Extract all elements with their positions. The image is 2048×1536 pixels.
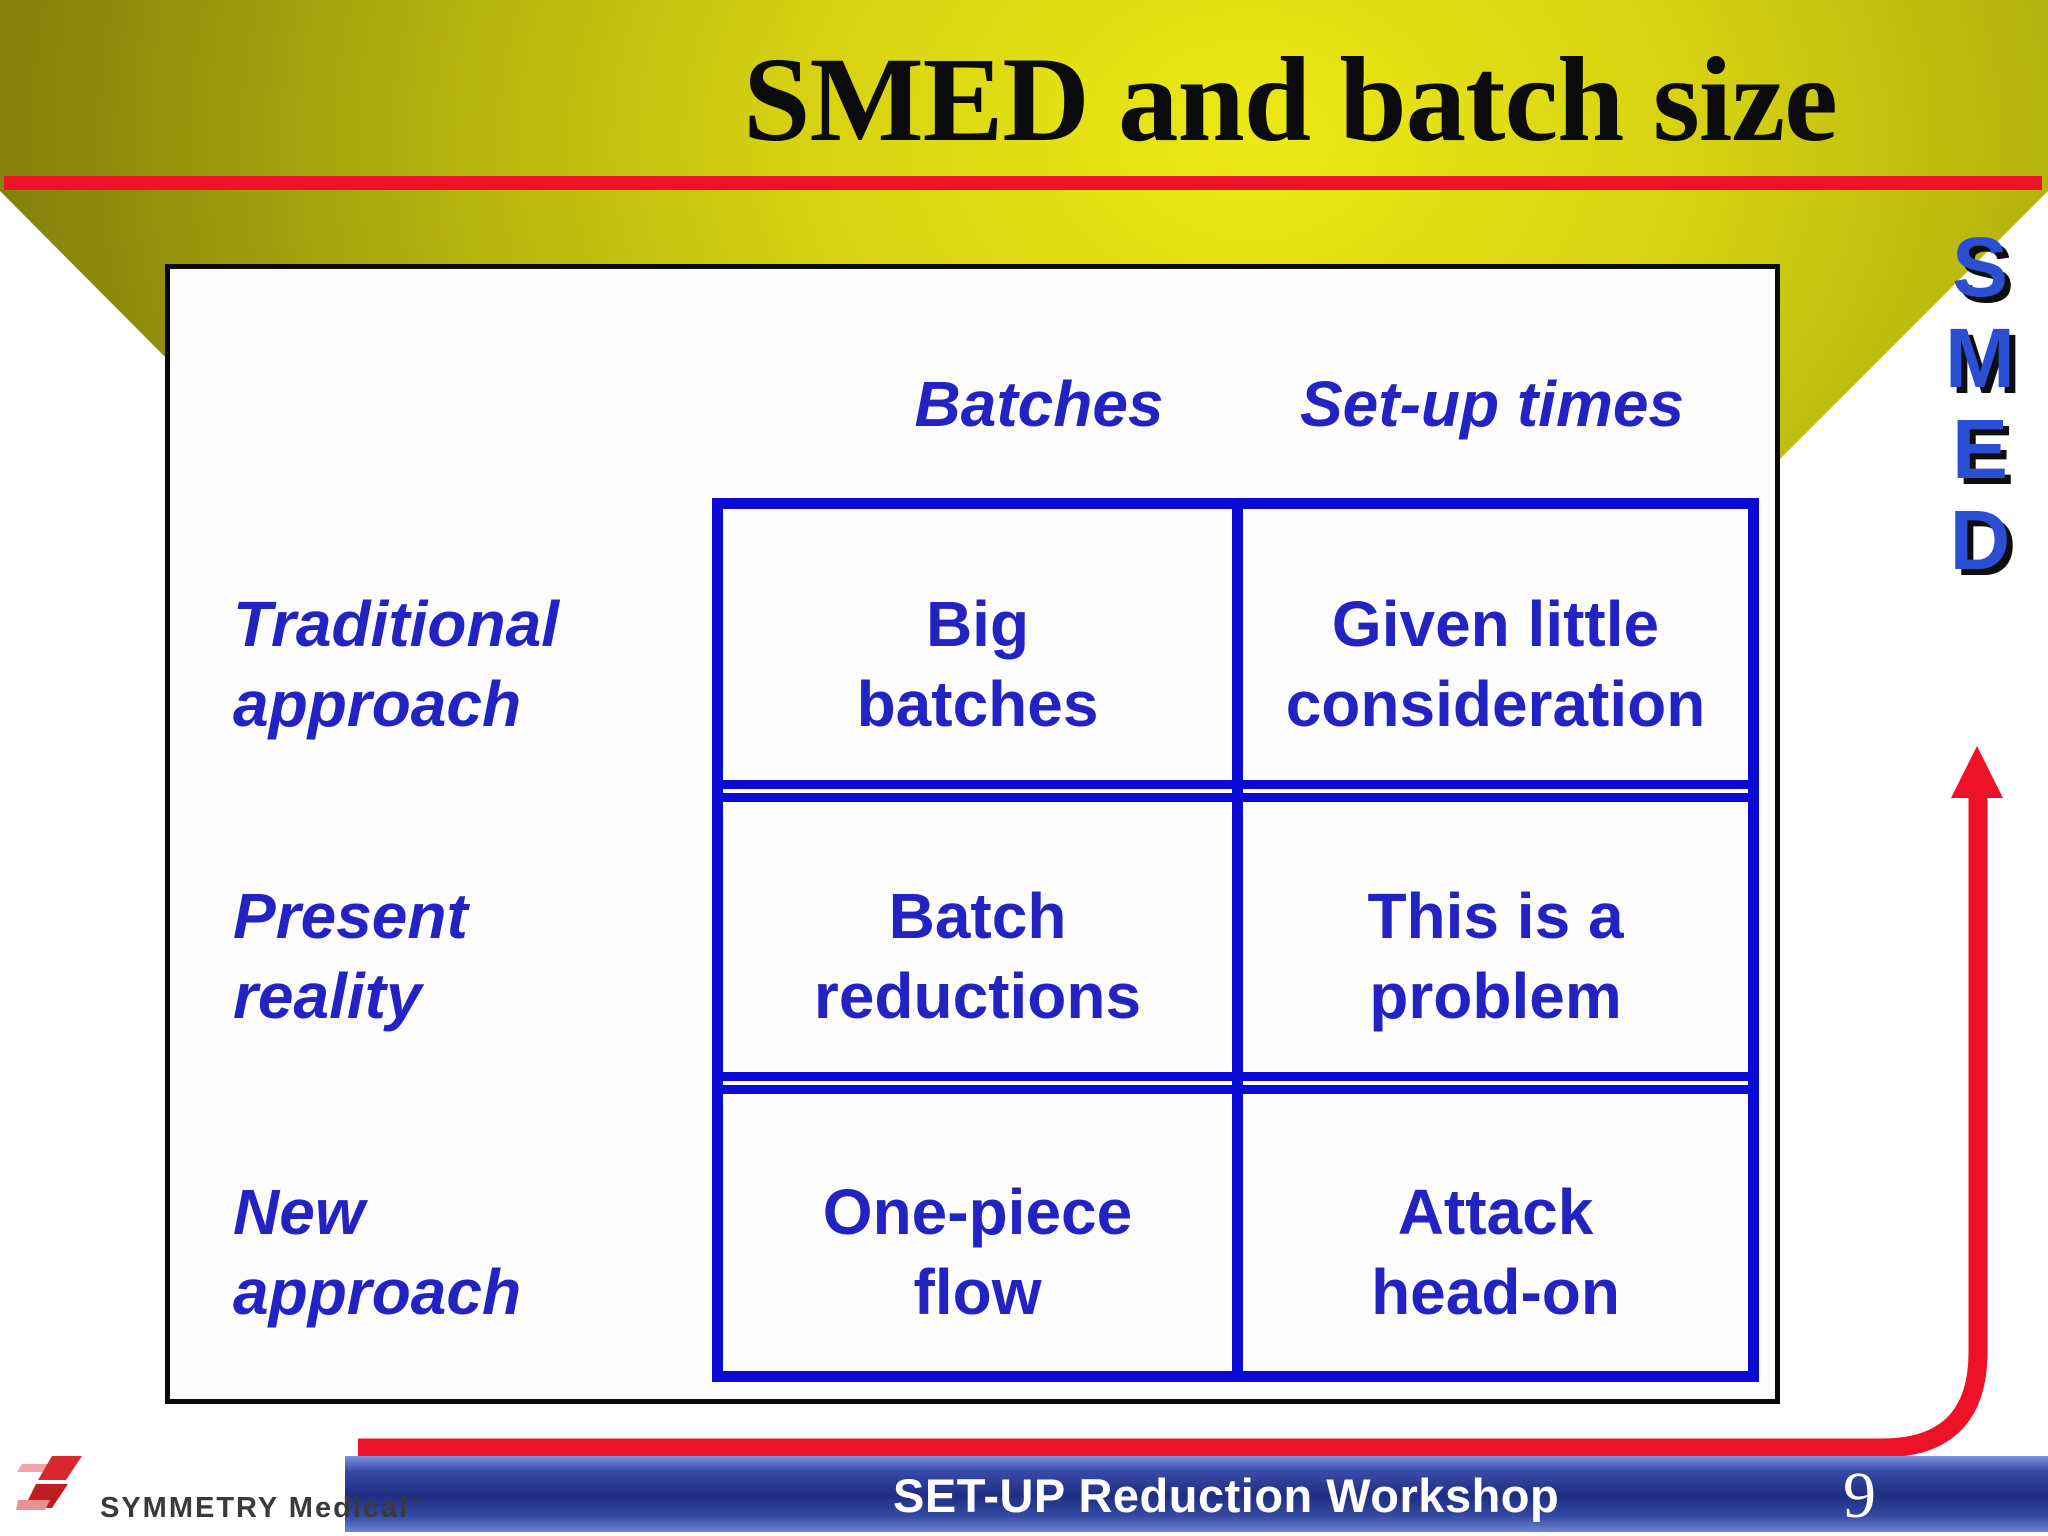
cell-given-little-consideration: Given little consideration <box>1243 509 1748 780</box>
cell-one-piece-flow: One-piece flow <box>723 1094 1232 1371</box>
footer-title: SET-UP Reduction Workshop <box>893 1469 1560 1522</box>
row-label-line: Present <box>233 880 468 952</box>
row-label-line: Traditional <box>233 587 559 660</box>
title-underline-rule <box>4 176 2042 190</box>
cell-batch-reductions: Batch reductions <box>723 802 1232 1072</box>
cell-line: This is a <box>1367 880 1624 952</box>
matrix-row-divider <box>723 793 1748 802</box>
cell-line: batches <box>856 667 1099 740</box>
matrix-column-divider <box>1232 509 1243 1371</box>
row-label-line: approach <box>233 1255 522 1328</box>
matrix-row-divider <box>723 780 1748 789</box>
cell-line: consideration <box>1285 667 1706 740</box>
cell-line: Batch <box>888 880 1067 952</box>
cell-line: reductions <box>813 960 1142 1032</box>
logo-trademark: ™ <box>409 1495 422 1510</box>
smed-vertical-wordmark: S M E D <box>1930 222 2030 586</box>
row-label-traditional-approach: Traditional approach <box>233 509 703 780</box>
column-header-batches: Batches <box>914 368 1164 440</box>
symmetry-medical-logo: SYMMETRY Medical™ <box>16 1448 421 1532</box>
cell-line: flow <box>913 1255 1042 1328</box>
cell-this-is-a-problem: This is a problem <box>1243 802 1748 1072</box>
matrix-row-divider <box>723 1072 1748 1081</box>
cell-line: Given little <box>1331 587 1660 660</box>
cell-line: problem <box>1369 960 1622 1032</box>
smed-letter: S <box>1951 220 2009 314</box>
smed-letter: E <box>1951 402 2009 496</box>
row-label-line: approach <box>233 667 522 740</box>
logo-brand-name: SYMMETRY Medical <box>100 1492 410 1524</box>
cell-line: One-piece <box>822 1175 1133 1248</box>
page-number: 9 <box>1843 1459 1876 1532</box>
logo-brand-text: SYMMETRY Medical™ <box>100 1492 421 1525</box>
row-label-present-reality: Present reality <box>233 802 703 1072</box>
matrix-row-divider <box>723 1085 1748 1094</box>
slide-title: SMED and batch size <box>743 33 1838 167</box>
row-label-line: reality <box>233 960 422 1032</box>
cell-line: Big <box>925 587 1030 660</box>
cell-big-batches: Big batches <box>723 509 1232 780</box>
cell-attack-head-on: Attack head-on <box>1243 1094 1748 1371</box>
row-label-new-approach: New approach <box>233 1094 703 1371</box>
footer-bar <box>345 1456 2048 1532</box>
smed-letter: M <box>1945 311 2015 405</box>
symmetry-logo-icon <box>16 1456 82 1510</box>
row-label-line: New <box>233 1175 365 1248</box>
column-header-setup-times: Set-up times <box>1299 368 1685 440</box>
cell-line: Attack <box>1397 1175 1594 1248</box>
smed-letter: D <box>1949 493 2011 587</box>
cell-line: head-on <box>1371 1255 1620 1328</box>
